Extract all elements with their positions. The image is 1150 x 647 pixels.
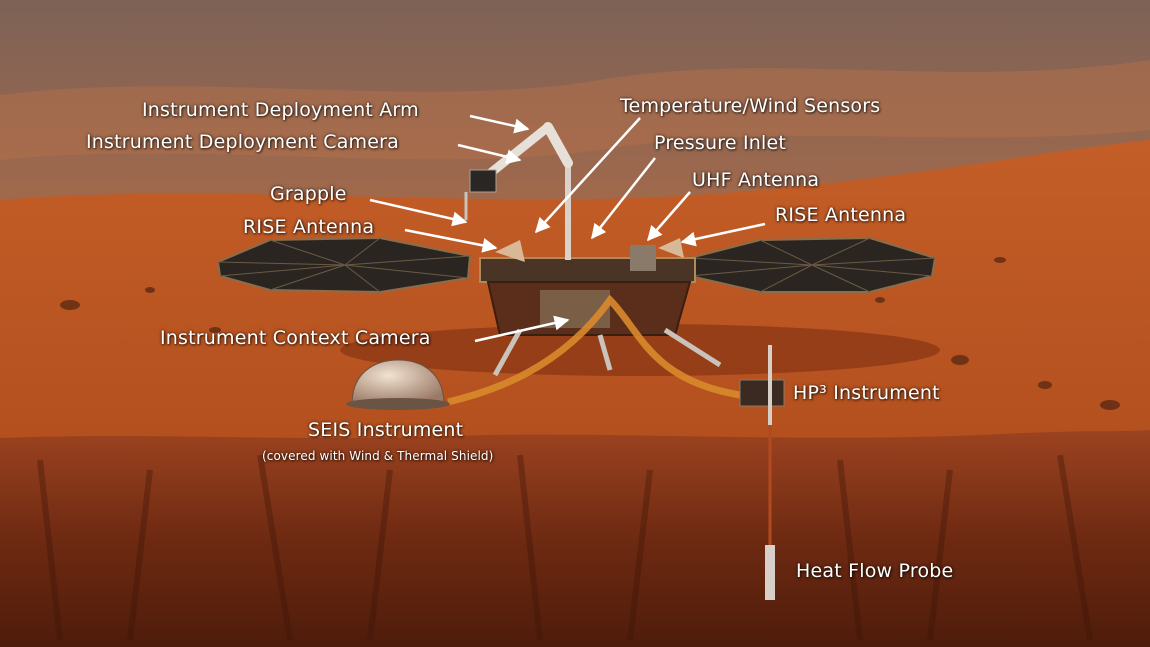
label-uhf-antenna: UHF Antenna [692, 169, 820, 191]
uhf-antenna-box [630, 245, 656, 271]
surface-rocks [60, 257, 1120, 410]
label-pressure-inlet: Pressure Inlet [654, 132, 787, 154]
leader-rise-right [680, 222, 766, 247]
tether-cables [447, 294, 741, 406]
hp3-instrument-shape [739, 345, 785, 600]
leader-deployment-arm [469, 114, 530, 134]
leader-grapple [369, 198, 468, 227]
distant-hills [0, 60, 1150, 160]
label-grapple: Grapple [270, 183, 347, 205]
lander-legs [492, 327, 722, 377]
arm-mast [565, 160, 571, 260]
leader-temperature-wind [534, 117, 641, 234]
leader-lines [369, 114, 766, 343]
label-seis-instrument: SEIS Instrument [308, 419, 464, 441]
label-rise-antenna-right: RISE Antenna [775, 204, 907, 226]
label-seis-note: (covered with Wind & Thermal Shield) [262, 449, 494, 463]
leader-context-camera [474, 315, 570, 343]
label-hp3-instrument: HP³ Instrument [793, 382, 940, 404]
leader-deployment-camera [457, 143, 522, 165]
label-rise-antenna-left: RISE Antenna [243, 216, 375, 238]
leader-rise-left [404, 228, 498, 253]
leader-pressure-inlet [591, 157, 656, 240]
leader-uhf-antenna [647, 191, 691, 242]
label-instrument-deployment-camera: Instrument Deployment Camera [86, 131, 399, 153]
cliff-ridges [37, 454, 1093, 641]
subsurface-cutaway [0, 430, 1150, 647]
rise-antenna-left-dish [495, 240, 525, 262]
solar-panel-left [216, 236, 472, 294]
seis-dome [346, 359, 450, 410]
heat-flow-probe-body [765, 545, 775, 600]
label-heat-flow-probe: Heat Flow Probe [796, 560, 954, 582]
label-instrument-deployment-arm: Instrument Deployment Arm [142, 99, 419, 121]
label-instrument-context-camera: Instrument Context Camera [160, 327, 431, 349]
solar-panel-right [689, 236, 937, 293]
label-temperature-wind-sensors: Temperature/Wind Sensors [620, 95, 881, 117]
rise-antenna-right-dish [658, 238, 684, 258]
lander-body [479, 160, 696, 336]
